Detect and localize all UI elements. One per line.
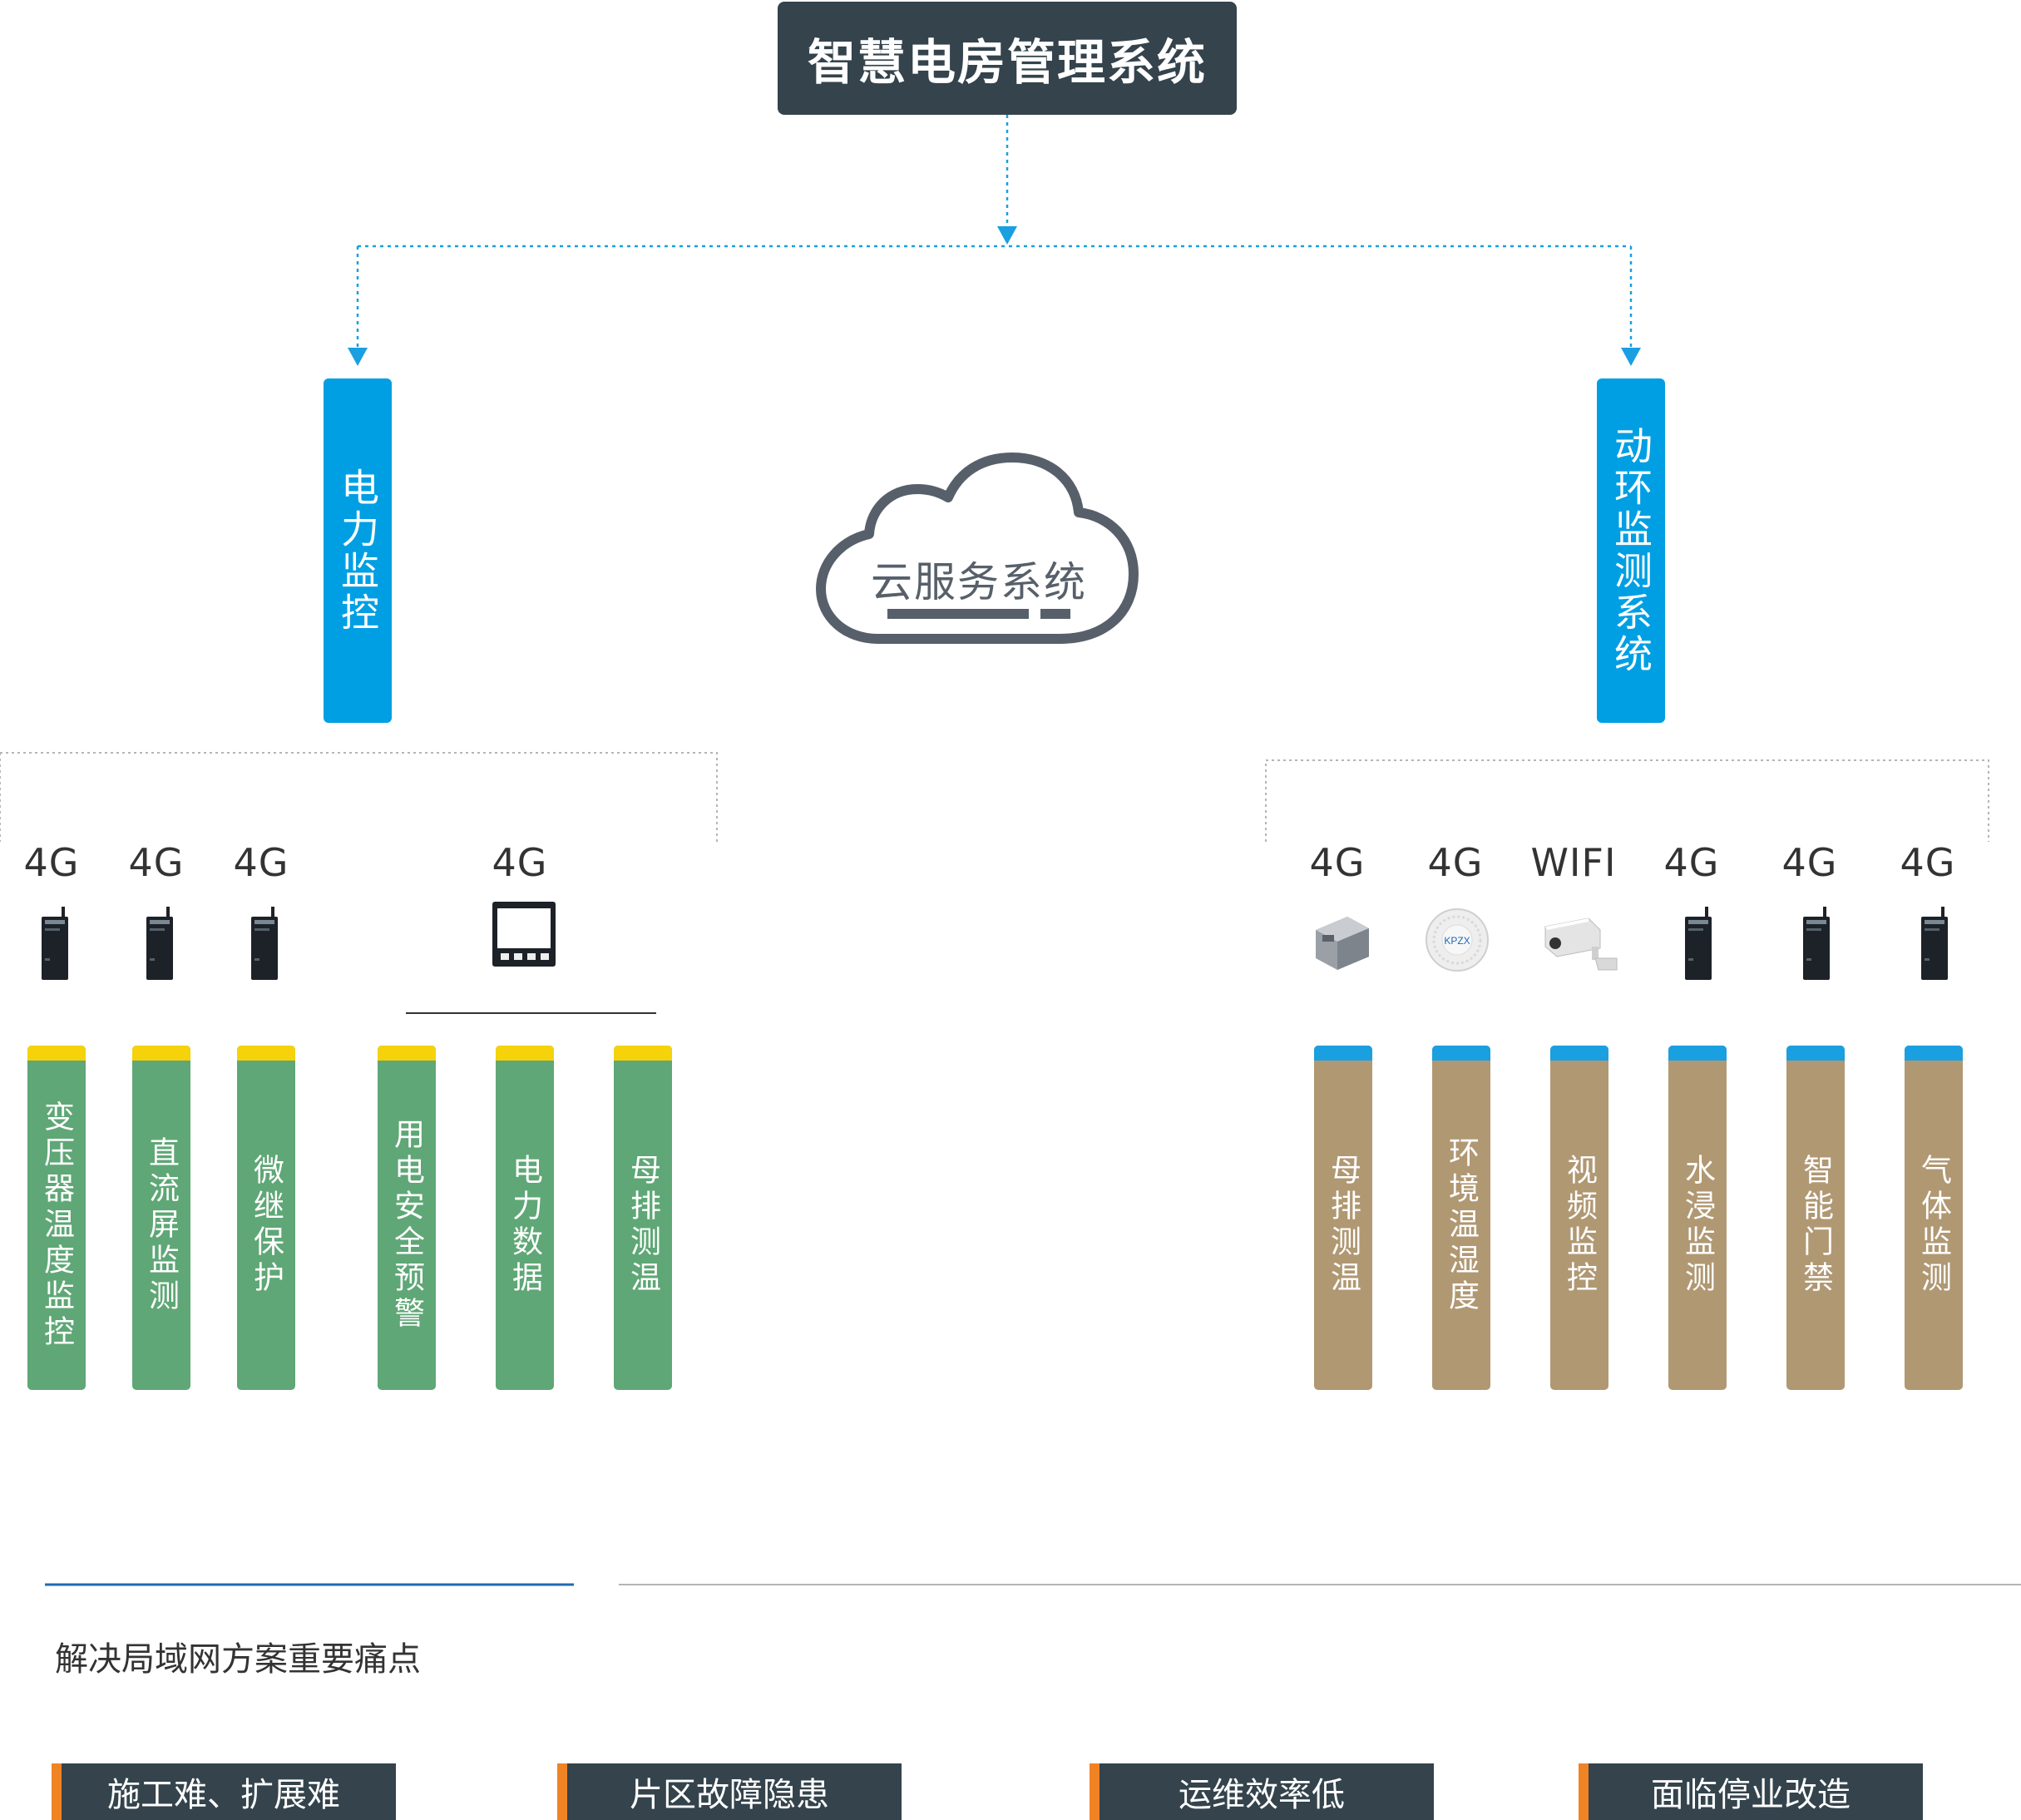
gateway-icon [146,907,173,980]
gateway-icon [251,907,278,980]
pain-point-label: 片区故障隐患 [630,1776,829,1814]
pain-accent [52,1763,62,1820]
item-label: 气体监测 [1915,1154,1952,1297]
env-item-bar: 水浸监测 [1668,1046,1727,1390]
branch-power-monitoring: 电力监控 [324,378,392,723]
pain-points-heading: 解决局域网方案重要痛点 [55,1640,421,1679]
conn-label: 4G [1309,840,1366,885]
env-item-bar: 气体监测 [1905,1046,1963,1390]
pain-point-card: 施工难、扩展难 [52,1763,396,1820]
conn-label: WIFI [1530,840,1617,885]
pain-point-card: 运维效率低 [1090,1763,1434,1820]
gateway-icon [1685,907,1712,980]
gateway-icon [42,907,68,980]
conn-label: 4G [1781,840,1838,885]
cloud-icon [816,453,1139,644]
conn-label: 4G [1900,840,1956,885]
brand-label: KPZX [1444,935,1470,947]
env-item-bar: 智能门禁 [1786,1046,1845,1390]
conn-label: 4G [23,840,80,885]
conn-label: 4G [128,840,185,885]
conn-label: 4G [1663,840,1720,885]
item-label: 变压器温度监控 [38,1100,75,1351]
power-item-bar: 用电安全预警 [378,1046,436,1390]
branch-label: 动环监测系统 [1608,426,1653,675]
item-label: 水浸监测 [1679,1154,1716,1297]
power-item-bar: 微继保护 [237,1046,295,1390]
env-item-bar: 视频监控 [1550,1046,1608,1390]
smoke-sensor-icon: KPZX [1426,908,1489,972]
power-item-bar: 电力数据 [496,1046,554,1390]
power-item-bar: 母排测温 [614,1046,672,1390]
gateway-icon [1803,907,1830,980]
item-label: 电力数据 [506,1154,543,1297]
pain-accent [1579,1763,1589,1820]
pain-accent [557,1763,567,1820]
conn-label: 4G [492,840,548,885]
pain-point-label: 面临停业改造 [1651,1776,1851,1814]
conn-label: 4G [1427,840,1484,885]
item-label: 用电安全预警 [388,1118,425,1333]
gateway-icon [1921,907,1948,980]
collector-icon [1316,917,1369,970]
pain-accent [1090,1763,1099,1820]
env-item-bar: 环境温湿度 [1432,1046,1490,1390]
item-label: 母排测温 [625,1154,661,1297]
item-label: 母排测温 [1325,1154,1361,1297]
power-item-bar: 变压器温度监控 [27,1046,86,1390]
item-label: 微继保护 [248,1154,284,1297]
meter-panel-icon [492,902,556,967]
branch-environment-monitoring: 动环监测系统 [1597,378,1665,723]
item-label: 直流屏监测 [143,1135,180,1315]
pain-point-label: 施工难、扩展难 [107,1776,340,1814]
conn-label: 4G [233,840,289,885]
power-item-bar: 直流屏监测 [132,1046,190,1390]
pain-point-card: 面临停业改造 [1579,1763,1923,1820]
camera-icon [1544,917,1618,971]
pain-point-card: 片区故障隐患 [557,1763,902,1820]
cloud-service: 云服务系统 [811,449,1139,649]
pain-point-label: 运维效率低 [1179,1776,1345,1814]
item-label: 视频监控 [1561,1154,1598,1297]
item-label: 环境温湿度 [1443,1135,1480,1315]
system-title: 智慧电房管理系统 [778,2,1237,115]
branch-label: 电力监控 [335,467,380,634]
item-label: 智能门禁 [1797,1154,1834,1297]
cloud-label: 云服务系统 [871,558,1087,606]
env-item-bar: 母排测温 [1314,1046,1372,1390]
